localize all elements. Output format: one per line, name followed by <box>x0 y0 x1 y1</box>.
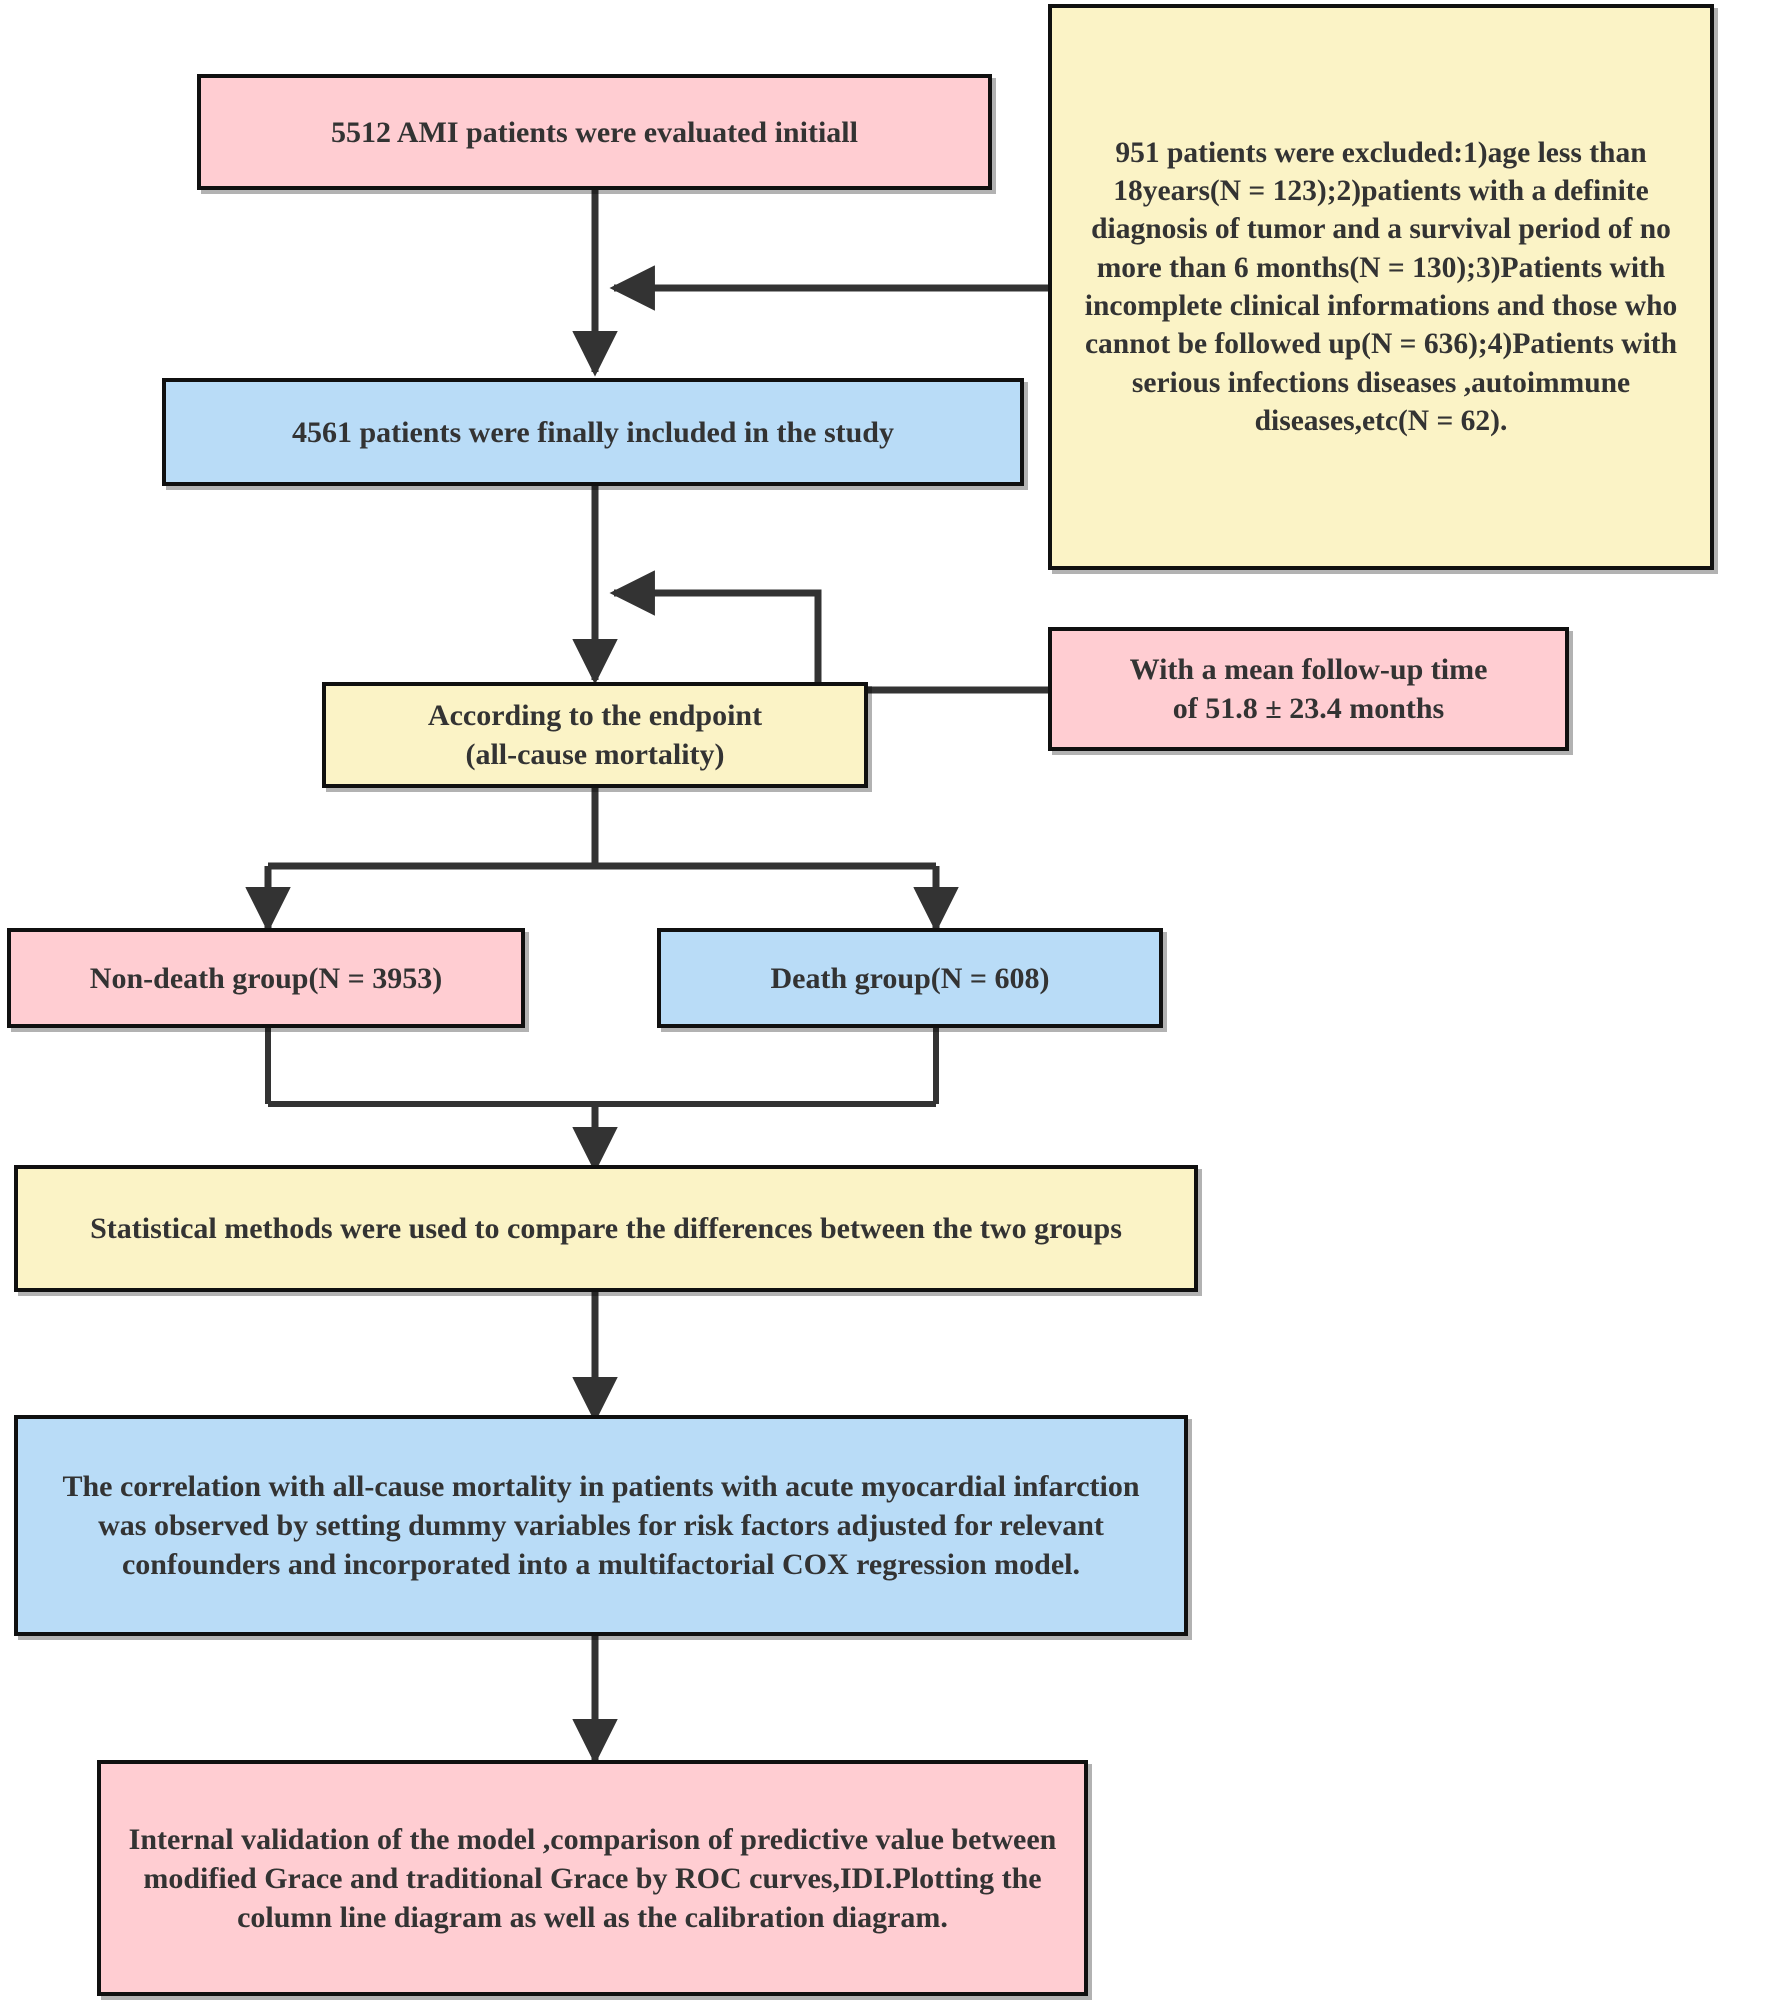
node-followup[interactable]: With a mean follow-up time of 51.8 ± 23.… <box>1048 627 1569 751</box>
node-non-death-group[interactable]: Non-death group(N = 3953) <box>7 928 525 1028</box>
node-endpoint[interactable]: According to the endpoint (all-cause mor… <box>322 682 868 788</box>
node-included[interactable]: 4561 patients were finally included in t… <box>162 378 1024 486</box>
node-validation-label: Internal validation of the model ,compar… <box>128 1822 1057 1934</box>
node-endpoint-label: According to the endpoint (all-cause mor… <box>427 699 763 771</box>
node-initial-evaluation[interactable]: 5512 AMI patients were evaluated initial… <box>197 74 992 190</box>
node-included-label: 4561 patients were finally included in t… <box>291 415 894 449</box>
node-cox-model[interactable]: The correlation with all-cause mortality… <box>14 1415 1188 1636</box>
edge-followup-to-trunk <box>609 570 1048 694</box>
node-exclusions[interactable]: 951 patients were excluded:1)age less th… <box>1048 4 1714 570</box>
node-statistics[interactable]: Statistical methods were used to compare… <box>14 1165 1198 1292</box>
node-statistics-label: Statistical methods were used to compare… <box>90 1212 1122 1245</box>
node-non-death-group-label: Non-death group(N = 3953) <box>89 961 443 995</box>
node-exclusions-label: 951 patients were excluded:1)age less th… <box>1084 136 1678 438</box>
node-death-group-label: Death group(N = 608) <box>770 961 1050 995</box>
node-followup-label: With a mean follow-up time of 51.8 ± 23.… <box>1129 653 1488 725</box>
node-initial-evaluation-label: 5512 AMI patients were evaluated initial… <box>331 115 858 149</box>
node-cox-model-label: The correlation with all-cause mortality… <box>62 1470 1140 1581</box>
node-validation[interactable]: Internal validation of the model ,compar… <box>97 1760 1088 1996</box>
node-death-group[interactable]: Death group(N = 608) <box>657 928 1163 1028</box>
